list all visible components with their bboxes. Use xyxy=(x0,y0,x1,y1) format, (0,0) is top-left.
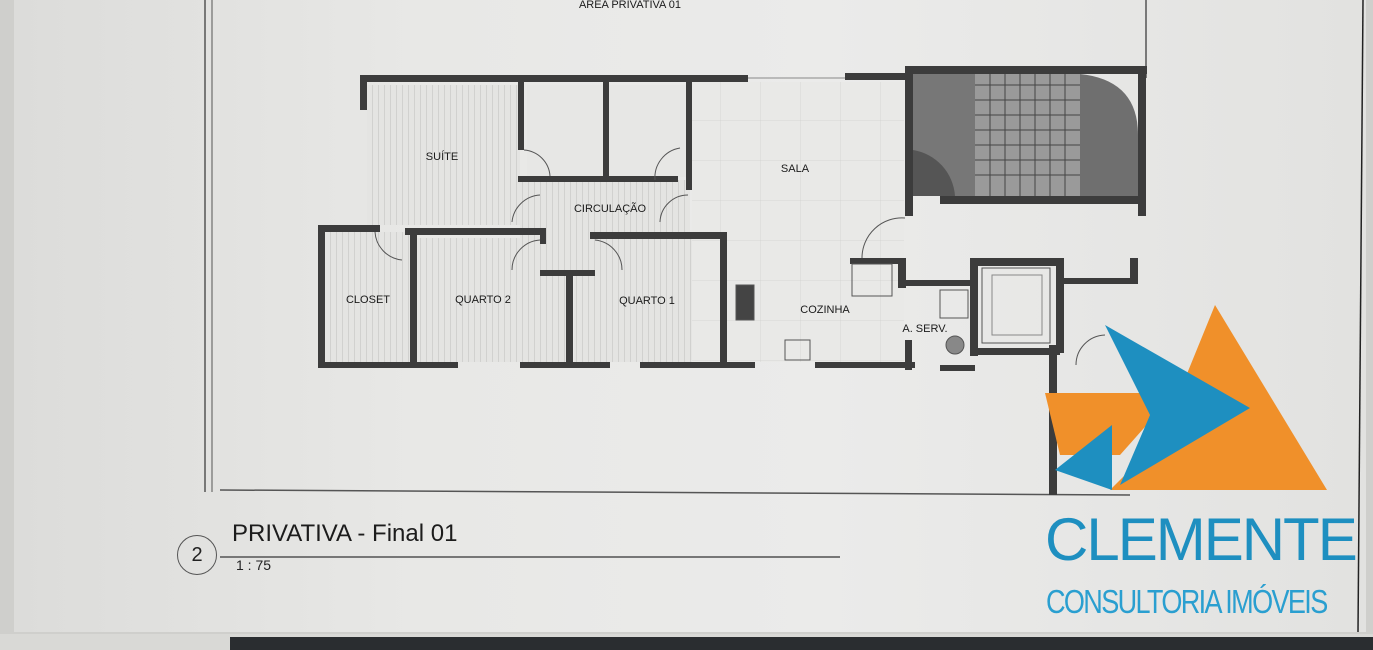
doors xyxy=(374,77,1106,366)
taskbar xyxy=(0,634,1373,650)
elevator xyxy=(735,263,1051,361)
clemente-logo-icon xyxy=(1045,305,1327,490)
room-label-circulacao: CIRCULAÇÃO xyxy=(574,202,647,215)
room-label-quarto-2: QUARTO 2 xyxy=(455,294,511,306)
watermark-name: CLEMENTE xyxy=(1045,506,1358,573)
room-label-quarto-1: QUARTO 1 xyxy=(619,295,675,307)
sheet-border xyxy=(204,0,1364,633)
view-title: PRIVATIVA - Final 01 xyxy=(232,520,458,547)
view-number: 2 xyxy=(177,535,217,575)
room-label-closet: CLOSET xyxy=(346,294,390,306)
watermark-tagline: CONSULTORIA IMÓVEIS xyxy=(1046,583,1328,620)
room-label-sala: SALA xyxy=(781,163,810,175)
room-label-area-servico: A. SERV. xyxy=(902,323,947,335)
sheet-header: AREA PRIVATIVA 01 xyxy=(579,0,681,11)
staircase xyxy=(913,74,1138,196)
room-label-cozinha: COZINHA xyxy=(800,304,850,316)
title-underline xyxy=(220,556,840,558)
room-label-suite: SUÍTE xyxy=(426,150,458,163)
taskbar-strip xyxy=(230,637,1373,650)
view-scale: 1 : 75 xyxy=(236,557,272,573)
